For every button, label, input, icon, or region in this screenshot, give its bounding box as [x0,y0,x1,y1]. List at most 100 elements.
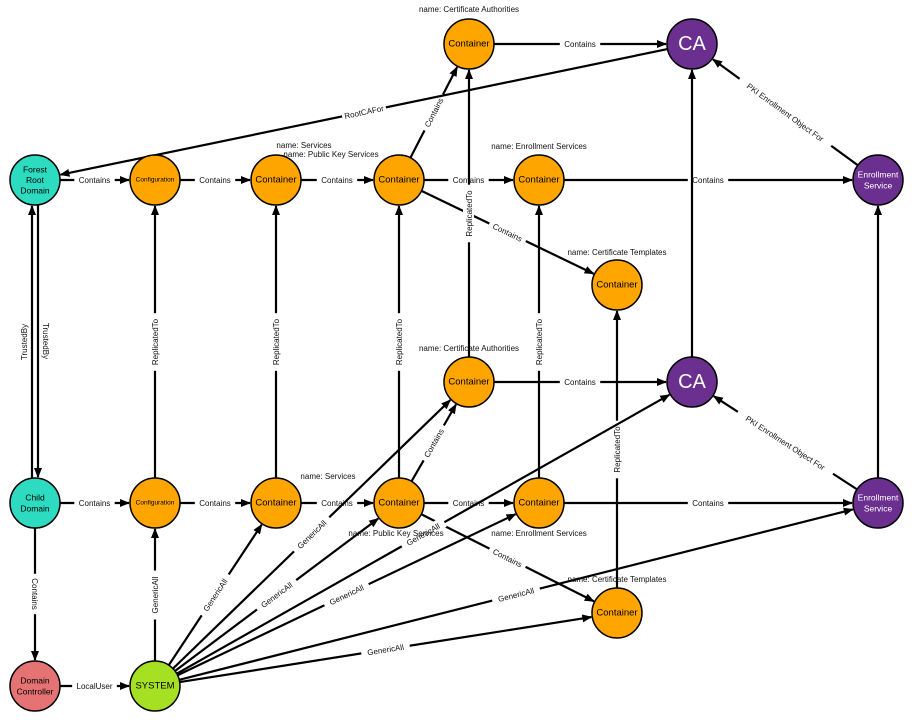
edge-label-background [419,91,448,133]
edge-cd-dc[interactable]: Contains [30,528,41,661]
node-circle[interactable] [129,477,181,529]
node-circle[interactable] [852,154,904,206]
edge-label-background [398,516,447,551]
edge-label-background [448,497,489,508]
edge-pks1-ct1[interactable]: Contains [421,189,595,275]
edge-ca2c-ca1c[interactable]: ReplicatedTo [463,69,474,357]
edge-ca2c-ca2[interactable]: Contains [494,376,667,387]
edge-label: Contains [30,578,39,610]
edge-label-group: ReplicatedTo [533,313,544,371]
node-caption: name: Public Key Services [348,529,443,538]
edge-label: Contains [491,222,523,244]
edge-label-background [559,38,601,49]
node-ca2[interactable]: CA [666,356,718,408]
edge-cd-cfg2[interactable]: Contains [60,497,130,508]
node-circle[interactable] [250,477,302,529]
node-caption: name: Certificate Templates [567,575,666,584]
node-circle[interactable] [129,660,181,712]
node-circle[interactable] [373,477,425,529]
edge-label-background [316,174,358,185]
edge-label-background [18,319,29,365]
ca-node-circle[interactable] [666,18,718,70]
node-circle[interactable] [513,477,565,529]
node-circle[interactable] [591,259,643,311]
ca-node-circle[interactable] [666,356,718,408]
edge-label: TrustedBy [20,324,29,360]
edge-eso1-ca1[interactable]: PKI Enrollment Object For [712,58,859,167]
edge-es1c-eso1[interactable]: Contains [564,174,853,185]
edge-cd-frd[interactable]: TrustedBy [18,205,36,478]
node-circle[interactable] [591,587,643,639]
edge-eso2-ca2[interactable]: PKI Enrollment Object For [712,395,858,491]
edge-sys-es2c[interactable]: GenericAll [177,513,517,677]
edge-cfg2-svc2[interactable]: Contains [180,497,251,508]
edge-cfg2-cfg1[interactable]: ReplicatedTo [149,205,160,478]
node-circle[interactable] [852,477,904,529]
edge-label-background [316,497,358,508]
node-circle[interactable] [129,154,181,206]
edge-label: ReplicatedTo [465,190,474,237]
edge-label-group: Contains [194,174,236,185]
edge-label: LocalUser [76,682,112,691]
edge-pks2-pks1[interactable]: ReplicatedTo [393,205,404,478]
edge-es2c-eso2[interactable]: Contains [564,497,853,508]
node-caption: name: Certificate Authorities [419,344,519,353]
node-ca1[interactable]: CA [666,18,718,70]
edge-dc-sys[interactable]: LocalUser [60,680,130,691]
edge-pks2-es2c[interactable]: Contains [424,497,514,508]
node-label: CA [678,33,706,55]
edge-pks2-ct2[interactable]: Contains [420,513,595,603]
edge-sys-cfg2[interactable]: GenericAll [149,528,160,661]
edge-label-background [487,218,529,246]
edge-svc1-pks1[interactable]: Contains [301,174,374,185]
edge-label: GenericAll [151,576,160,613]
edge-ct2-ct1[interactable]: ReplicatedTo [611,310,622,588]
edge-label-group: ReplicatedTo [463,184,474,243]
node-label: Container [518,175,559,186]
edge-label: ReplicatedTo [535,318,544,365]
node-circle[interactable] [9,660,61,712]
edge-es2c-es1c[interactable]: ReplicatedTo [533,205,544,478]
edge-pks1-ca1c[interactable]: Contains [409,66,459,159]
node-cfg1[interactable]: Configuration [129,154,181,206]
edge-svc2-pks2[interactable]: Contains [301,497,374,508]
edge-label: Contains [79,499,111,508]
node-cfg2[interactable]: Configuration [129,477,181,529]
node-circle[interactable] [373,154,425,206]
edge-label-background [194,174,236,185]
node-circle[interactable] [250,154,302,206]
node-circle[interactable] [9,154,61,206]
edge-frd-cd[interactable]: TrustedBy [34,205,52,478]
node-circle[interactable] [9,477,61,529]
node-circle[interactable] [443,356,495,408]
node-circle[interactable] [513,154,565,206]
edge-label-background [559,376,601,387]
node-label: Domain [20,676,50,686]
edge-cfg1-svc1[interactable]: Contains [180,174,251,185]
edge-svc2-svc1[interactable]: ReplicatedTo [270,205,281,478]
node-sys[interactable]: SYSTEM [129,660,181,712]
edge-label-group: Contains [487,543,529,572]
edge-label-background [687,497,729,508]
edge-label-group: ReplicatedTo [611,420,622,479]
edge-frd-cfg1[interactable]: Contains [60,174,130,185]
edge-ca1c-ca1[interactable]: Contains [494,38,667,49]
node-label: Domain [20,186,50,196]
edge-label-background [41,318,52,364]
node-circle[interactable] [443,18,495,70]
